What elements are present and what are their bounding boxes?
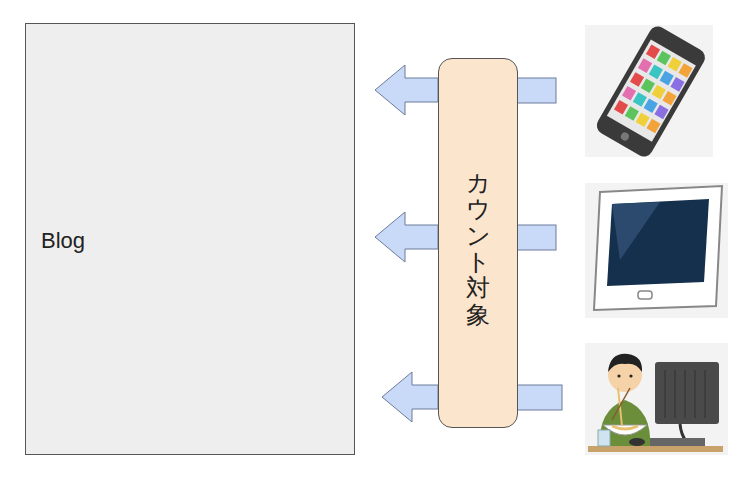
vertical-label: カウント対象 (466, 170, 490, 328)
smartphone-icon (585, 23, 713, 160)
box-label: Blog (41, 228, 85, 254)
block-arrow (382, 372, 438, 422)
tablet-icon (585, 183, 728, 318)
person-at-computer-icon (585, 343, 728, 455)
count-target-band: カウント対象 (438, 58, 518, 428)
blog-box: Blog (25, 23, 355, 455)
block-arrow (375, 212, 438, 262)
block-arrow (375, 65, 438, 115)
